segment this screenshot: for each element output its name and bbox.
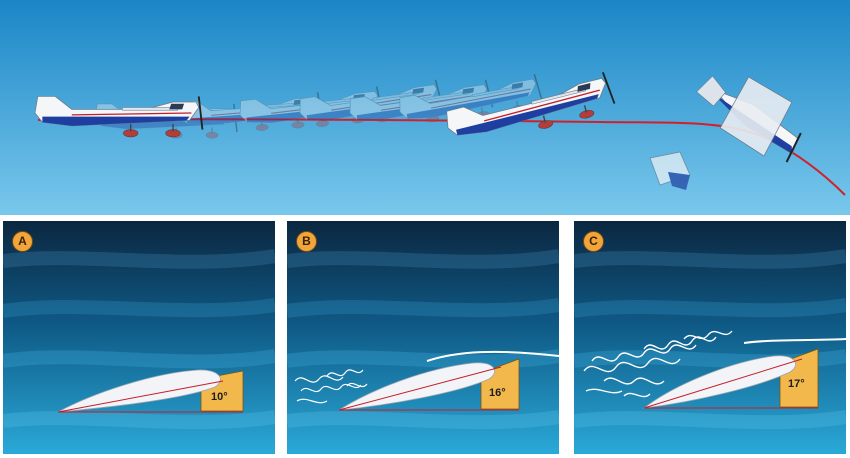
aircraft-spin bbox=[696, 75, 802, 163]
flight-sequence-illustration bbox=[0, 0, 850, 215]
chord-line bbox=[643, 358, 803, 409]
airfoil bbox=[57, 369, 221, 413]
panel-label-b: B bbox=[296, 231, 317, 252]
panel-c: C 17° bbox=[574, 221, 846, 454]
panel-a: A 10° bbox=[3, 221, 275, 454]
airflow-panel-b bbox=[287, 221, 559, 454]
turbulent-wake bbox=[583, 330, 733, 398]
panel-label-a: A bbox=[12, 231, 33, 252]
airflow-panel-c bbox=[574, 221, 846, 454]
streamlines bbox=[3, 249, 275, 430]
angle-of-attack-value: 16° bbox=[489, 387, 506, 399]
airflow-panel-a bbox=[3, 221, 275, 454]
chord-line bbox=[338, 366, 502, 411]
angle-of-attack-value: 17° bbox=[788, 378, 805, 390]
angle-of-attack-value: 10° bbox=[211, 391, 228, 403]
separated-flow bbox=[743, 338, 846, 344]
aircraft-spin-tail bbox=[649, 151, 691, 190]
airfoil bbox=[338, 362, 495, 411]
separated-flow bbox=[426, 350, 559, 362]
turbulent-wake bbox=[294, 369, 368, 404]
chord-line bbox=[57, 380, 224, 413]
panel-b: B 16° bbox=[287, 221, 559, 454]
panel-label-c: C bbox=[583, 231, 604, 252]
